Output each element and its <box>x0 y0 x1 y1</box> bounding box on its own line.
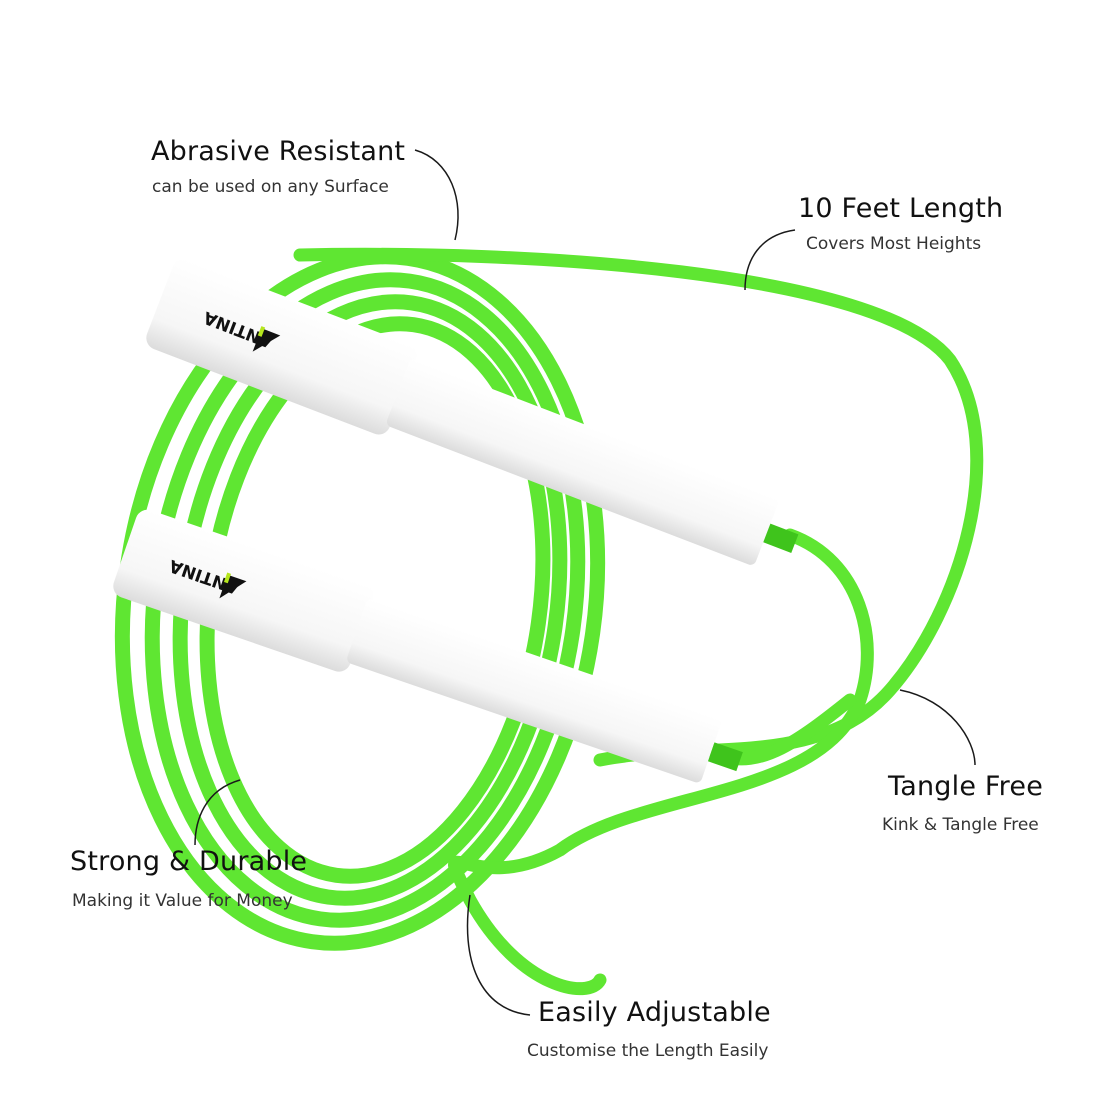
feature-title-length: 10 Feet Length <box>798 193 1004 224</box>
feature-title-tangle-free: Tangle Free <box>888 771 1044 802</box>
feature-title-easily-adjustable: Easily Adjustable <box>538 997 771 1028</box>
callout-lines <box>194 149 976 1016</box>
feature-subtitle-strong-durable: Making it Value for Money <box>72 891 293 911</box>
feature-subtitle-tangle-free: Kink & Tangle Free <box>882 815 1039 835</box>
handle-lower: ANTINA <box>113 509 743 783</box>
feature-subtitle-easily-adjustable: Customise the Length Easily <box>527 1041 769 1061</box>
handle-upper: ANTINA <box>146 258 799 565</box>
feature-title-strong-durable: Strong & Durable <box>70 846 308 877</box>
feature-subtitle-abrasive-resistant: can be used on any Surface <box>152 177 389 197</box>
feature-title-abrasive-resistant: Abrasive Resistant <box>151 136 406 167</box>
feature-subtitle-length: Covers Most Heights <box>806 234 982 254</box>
